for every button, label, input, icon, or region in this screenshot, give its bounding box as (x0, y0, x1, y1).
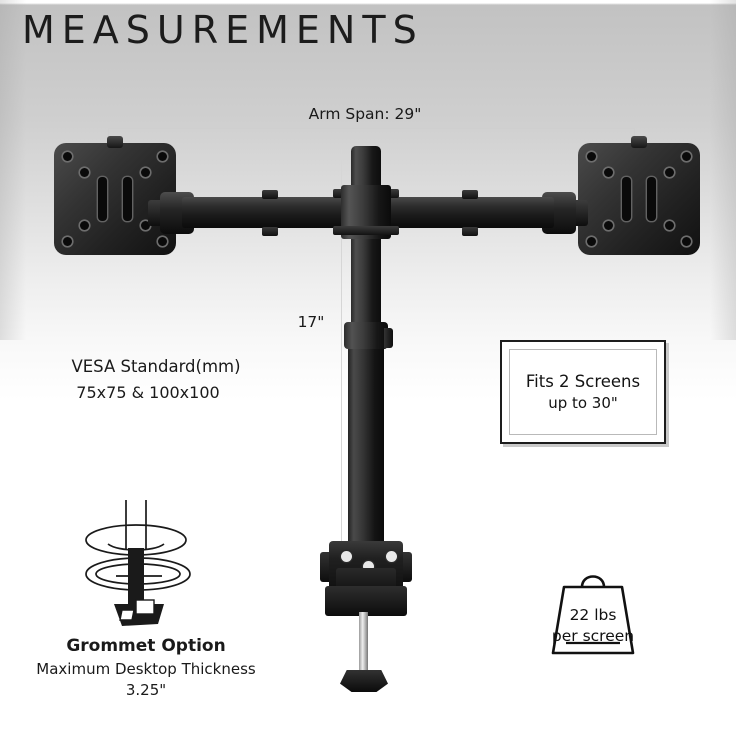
tilt-joint-right-outer (572, 200, 588, 226)
fits-screens-line2: up to 30" (548, 394, 618, 412)
arm-tab-right-bottom (462, 227, 478, 236)
arm-span-dimension-line (108, 128, 635, 141)
clamp-pressure-plate (336, 568, 396, 590)
vesa-plate-left (54, 136, 176, 255)
monitor-arm-left (182, 197, 347, 228)
pole-hub-flange-bottom (333, 226, 399, 235)
pole-collar (344, 322, 388, 349)
arm-span-label: Arm Span: 29" (308, 105, 422, 123)
vesa-standard-title: VESA Standard(mm) (71, 357, 241, 376)
monitor-arm-right (389, 197, 554, 228)
clamp-jaw (325, 586, 407, 616)
grommet-option-title: Grommet Option (66, 636, 226, 656)
clamp-hole-right (386, 551, 397, 562)
pole-collar-tab (384, 328, 393, 348)
clamp-wing-right (402, 552, 412, 582)
arm-tab-right-top (462, 190, 478, 199)
weight-line2: per screen (551, 627, 635, 645)
vesa-plate-right (578, 136, 700, 255)
grommet-thickness-value: 3.25" (125, 681, 167, 699)
fits-screens-line1: Fits 2 Screens (525, 372, 641, 391)
height-label: 17" (297, 313, 325, 331)
clamp-knob (340, 670, 388, 692)
grommet-mount-icon (85, 500, 191, 626)
pole-lower (348, 330, 384, 545)
clamp-screw (359, 612, 368, 674)
vesa-nub-right (631, 136, 647, 148)
weight-line1: 22 lbs (569, 606, 617, 624)
vesa-standard-sizes: 75x75 & 100x100 (76, 383, 220, 402)
clamp-hole-left (341, 551, 352, 562)
weight-icon (551, 575, 635, 655)
page-title: MEASUREMENTS (22, 8, 424, 52)
arm-tab-left-top (262, 190, 278, 199)
pole-upper (351, 146, 381, 332)
height-dimension-line (341, 150, 342, 545)
weight-capacity-tag: 22 lbs per screen (538, 565, 648, 660)
fits-screens-box: Fits 2 Screens up to 30" (500, 340, 666, 444)
grommet-thickness-label: Maximum Desktop Thickness (36, 660, 256, 678)
clamp-wing-left (320, 552, 330, 582)
arm-tab-left-bottom (262, 227, 278, 236)
vesa-nub-left (107, 136, 123, 148)
clamp-hole-center (363, 561, 374, 572)
